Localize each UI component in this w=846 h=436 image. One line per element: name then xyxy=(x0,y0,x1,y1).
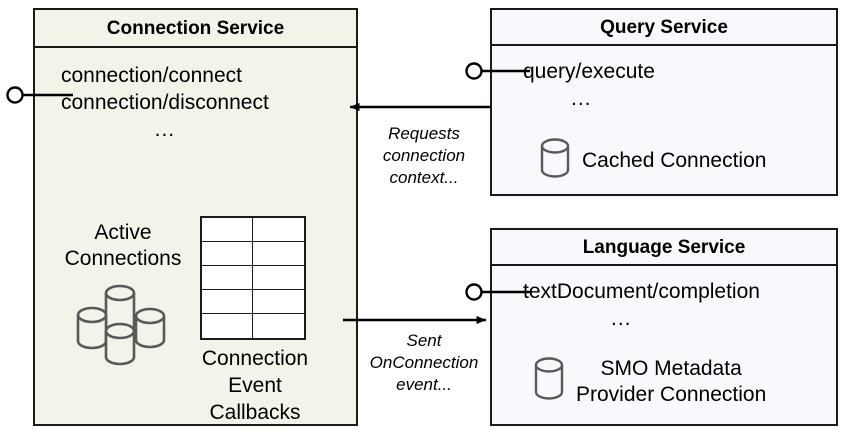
requests-label-line3: context... xyxy=(389,168,459,187)
operation-connection-disconnect: connection/disconnect xyxy=(61,91,269,114)
cached-connection-datastore: Cached Connection xyxy=(538,136,766,185)
operation-query-execute: query/execute xyxy=(523,60,655,83)
smo-label-line2: Provider Connection xyxy=(576,382,767,406)
language-service-ellipsis: ... xyxy=(611,307,632,330)
component-query-service[interactable]: Query Service query/execute ... Cached C… xyxy=(490,8,838,196)
language-service-operations: textDocument/completion ... xyxy=(523,278,760,332)
table-cell xyxy=(202,242,253,266)
smo-label-line1: SMO Metadata xyxy=(600,356,742,380)
operation-textdocument-completion: textDocument/completion xyxy=(523,280,760,303)
arrow-label-requests-connection-context: Requests connection context... xyxy=(358,123,490,189)
sent-label-line1: Sent xyxy=(406,331,442,350)
table-cell xyxy=(253,290,304,314)
callbacks-label-line3: Callbacks xyxy=(209,401,301,424)
active-connections-label-line2: Connections xyxy=(64,247,182,270)
requests-label-line2: connection xyxy=(382,146,466,165)
query-service-title: Query Service xyxy=(492,10,836,46)
query-service-ellipsis: ... xyxy=(571,87,592,110)
component-language-service[interactable]: Language Service textDocument/completion… xyxy=(490,228,838,426)
connection-event-callbacks-table xyxy=(200,216,306,340)
query-service-body: query/execute ... Cached Connection xyxy=(492,46,836,194)
connection-service-operations: connection/connect connection/disconnect… xyxy=(61,62,269,143)
database-cylinder-icon xyxy=(538,136,572,185)
database-cylinder-cluster-icon xyxy=(73,280,183,366)
language-service-body: textDocument/completion ... SMO Metadata… xyxy=(492,266,836,424)
table-cell xyxy=(253,266,304,290)
cached-connection-label: Cached Connection xyxy=(582,148,767,172)
component-connection-service[interactable]: Connection Service connection/connect co… xyxy=(33,8,358,426)
active-connections-label: Active Connections xyxy=(49,220,197,272)
smo-metadata-provider-label: SMO Metadata Provider Connection xyxy=(576,356,766,408)
table-cell xyxy=(202,266,253,290)
active-connections-label-line1: Active xyxy=(94,221,152,244)
smo-metadata-provider-datastore: SMO Metadata Provider Connection xyxy=(532,354,766,409)
table-cell xyxy=(202,314,253,338)
connection-service-body: connection/connect connection/disconnect… xyxy=(35,48,356,424)
callbacks-label-line2: Event xyxy=(228,374,282,397)
requests-label-line1: Requests xyxy=(388,124,460,143)
operation-connection-connect: connection/connect xyxy=(61,64,242,87)
table-cell xyxy=(202,218,253,242)
sent-label-line2: OnConnection xyxy=(369,353,479,372)
callbacks-label-line1: Connection xyxy=(201,347,309,370)
connection-service-title: Connection Service xyxy=(35,10,356,48)
sent-label-line3: event... xyxy=(396,375,452,394)
database-cylinder-icon xyxy=(532,354,566,409)
table-cell xyxy=(253,242,304,266)
connection-event-callbacks-label: Connection Event Callbacks xyxy=(175,345,335,426)
query-service-operations: query/execute ... xyxy=(523,58,655,112)
table-cell xyxy=(202,290,253,314)
connection-service-ellipsis: ... xyxy=(154,118,176,141)
language-service-title: Language Service xyxy=(492,230,836,266)
table-cell xyxy=(253,314,304,338)
table-cell xyxy=(253,218,304,242)
arrow-label-sent-onconnection-event: Sent OnConnection event... xyxy=(358,330,490,396)
